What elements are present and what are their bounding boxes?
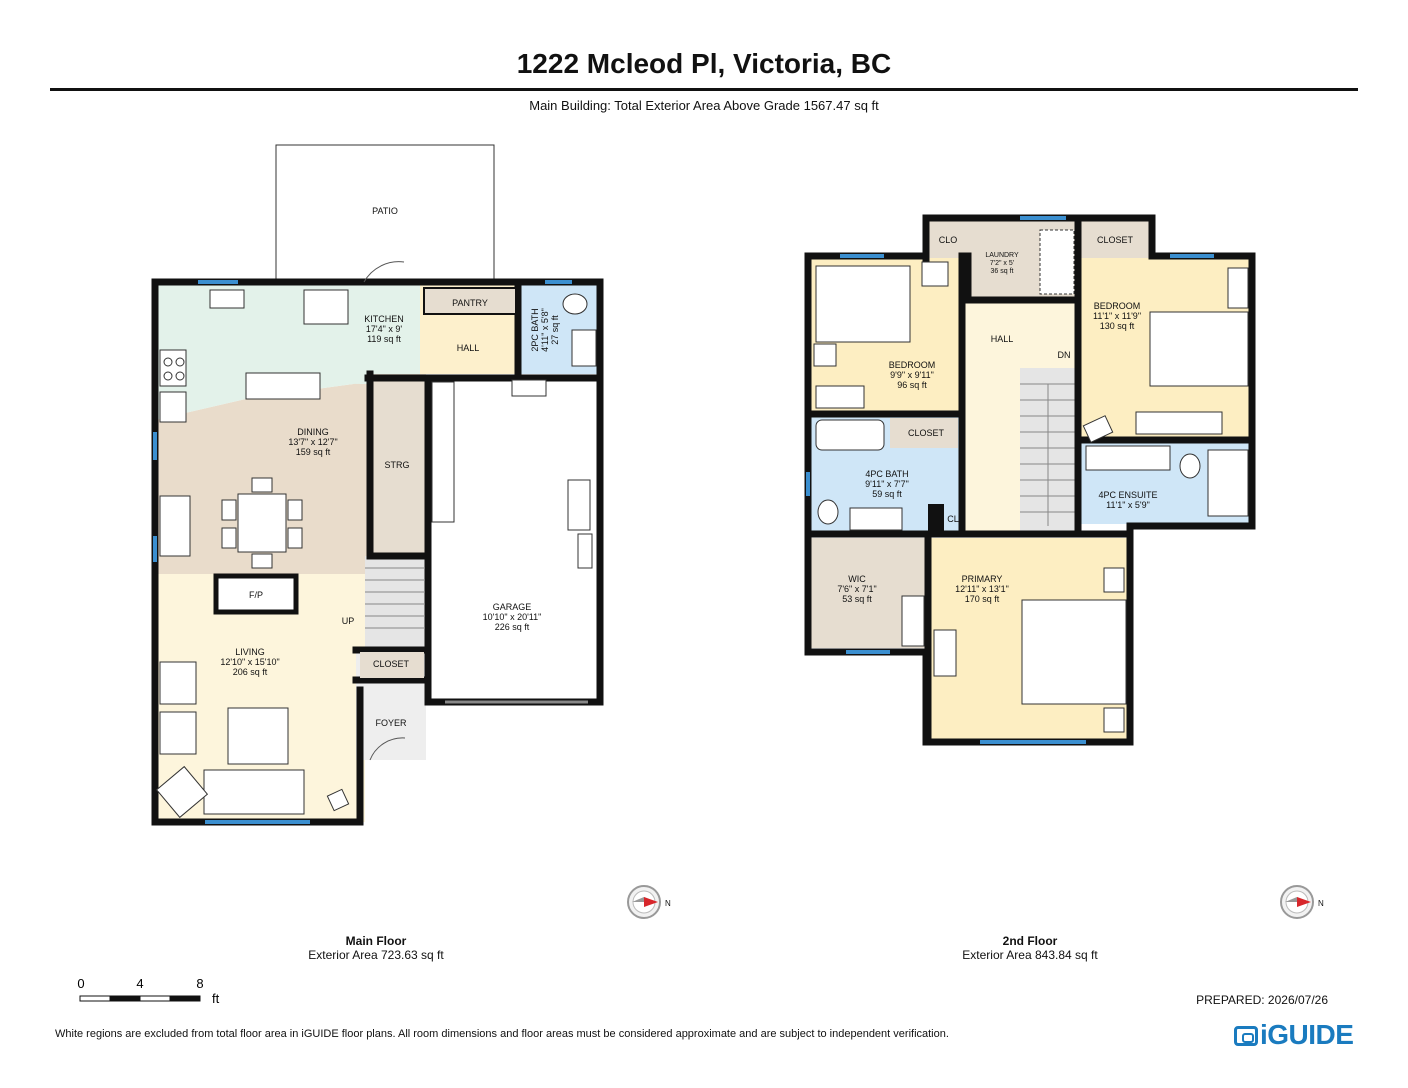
- second-floor-name: 2nd Floor: [1002, 934, 1058, 948]
- room-label-clo: CLO: [939, 235, 958, 245]
- svg-text:11'1" x 11'9": 11'1" x 11'9": [1093, 311, 1141, 321]
- room-label-patio: PATIO: [372, 206, 398, 216]
- stairs-up-label: UP: [342, 616, 355, 626]
- prepared-date: PREPARED: 2026/07/26: [1196, 993, 1328, 1007]
- svg-text:N: N: [1318, 899, 1324, 908]
- svg-text:12'11" x 13'1": 12'11" x 13'1": [955, 584, 1009, 594]
- svg-text:17'4" x 9': 17'4" x 9': [366, 324, 402, 334]
- page-subtitle: Main Building: Total Exterior Area Above…: [529, 98, 879, 113]
- compass-icon: N: [627, 885, 671, 919]
- room-label-strg: STRG: [384, 460, 409, 470]
- svg-text:36 sq ft: 36 sq ft: [991, 268, 1014, 275]
- main-floor-name: Main Floor: [345, 934, 407, 948]
- room-label-bedroom-1: BEDROOM: [889, 360, 936, 370]
- svg-text:170 sq ft: 170 sq ft: [965, 594, 1000, 604]
- svg-text:11'1" x 5'9": 11'1" x 5'9": [1106, 500, 1150, 510]
- iguide-logo: iGUIDE: [1234, 1019, 1354, 1051]
- room-label-closet: CLOSET: [373, 659, 410, 669]
- second-floor-caption: 2nd Floor Exterior Area 843.84 sq ft: [880, 934, 1180, 962]
- svg-text:7'2" x 5': 7'2" x 5': [990, 260, 1014, 267]
- svg-text:226 sq ft: 226 sq ft: [495, 622, 530, 632]
- room-label-cl: CL: [947, 514, 959, 524]
- main-floor-area: Exterior Area 723.63 sq ft: [308, 948, 444, 962]
- room-label-hall-2: HALL: [991, 334, 1014, 344]
- svg-text:159 sq ft: 159 sq ft: [296, 447, 331, 457]
- svg-text:0: 0: [77, 976, 84, 991]
- svg-text:12'10" x 15'10": 12'10" x 15'10": [220, 657, 279, 667]
- svg-text:4: 4: [136, 976, 143, 991]
- room-label-living: LIVING: [235, 647, 265, 657]
- svg-text:8: 8: [196, 976, 203, 991]
- room-label-bedroom-2: BEDROOM: [1094, 301, 1141, 311]
- page-title: 1222 Mcleod Pl, Victoria, BC: [516, 48, 892, 79]
- room-label-garage: GARAGE: [493, 602, 532, 612]
- svg-text:4'11" x 5'8": 4'11" x 5'8": [540, 308, 550, 352]
- scale-bar: 0 4 8 ft: [77, 976, 219, 1006]
- second-floor-plan: CLO LAUNDRY 7'2" x 5' 36 sq ft CLOSET BE…: [804, 214, 1256, 746]
- svg-text:59 sq ft: 59 sq ft: [872, 489, 902, 499]
- svg-text:10'10" x 20'11": 10'10" x 20'11": [483, 612, 542, 622]
- room-label-4pc-bath: 4PC BATH: [865, 469, 908, 479]
- compass-icon: N: [1280, 885, 1324, 919]
- storage-fill: [368, 374, 426, 554]
- room-label-wic: WIC: [848, 574, 866, 584]
- room-label-4pc-ensuite: 4PC ENSUITE: [1098, 490, 1157, 500]
- svg-text:9'9" x 9'11": 9'9" x 9'11": [890, 370, 934, 380]
- svg-text:7'6" x 7'1": 7'6" x 7'1": [837, 584, 876, 594]
- svg-text:130 sq ft: 130 sq ft: [1100, 321, 1135, 331]
- room-label-closet-top: CLOSET: [1097, 235, 1134, 245]
- svg-text:ft: ft: [212, 991, 220, 1006]
- room-label-hall: HALL: [457, 343, 480, 353]
- svg-text:119 sq ft: 119 sq ft: [367, 334, 401, 344]
- patio-area: [275, 144, 495, 281]
- svg-text:206 sq ft: 206 sq ft: [233, 667, 268, 677]
- garage-fill: [428, 378, 600, 700]
- room-label-laundry: LAUNDRY: [985, 252, 1019, 259]
- disclaimer-text: White regions are excluded from total fl…: [55, 1028, 949, 1040]
- room-label-kitchen: KITCHEN: [364, 314, 404, 324]
- svg-text:13'7" x 12'7": 13'7" x 12'7": [288, 437, 337, 447]
- svg-text:96 sq ft: 96 sq ft: [897, 380, 927, 390]
- stairs-down-label: DN: [1058, 350, 1071, 360]
- room-label-fp: F/P: [249, 590, 263, 600]
- svg-text:9'11" x 7'7": 9'11" x 7'7": [865, 479, 909, 489]
- room-label-dining: DINING: [297, 427, 329, 437]
- title-rule: [50, 88, 1358, 91]
- room-label-primary: PRIMARY: [962, 574, 1003, 584]
- svg-text:N: N: [665, 899, 671, 908]
- room-label-closet-mid: CLOSET: [908, 428, 945, 438]
- stairs-fill: [365, 556, 425, 648]
- main-floor-caption: Main Floor Exterior Area 723.63 sq ft: [226, 934, 526, 962]
- second-floor-area: Exterior Area 843.84 sq ft: [962, 948, 1098, 962]
- room-label-foyer: FOYER: [375, 718, 407, 728]
- iguide-logo-icon: [1234, 1026, 1258, 1046]
- kitchen-fill: [155, 284, 420, 384]
- room-label-pantry: PANTRY: [452, 298, 488, 308]
- svg-text:27 sq ft: 27 sq ft: [550, 315, 560, 345]
- room-label-2pc-bath: 2PC BATH: [530, 308, 540, 351]
- svg-text:53 sq ft: 53 sq ft: [842, 594, 872, 604]
- main-floor-plan: PATIO KITCHEN 17'4" x 9' 119 sq ft PANTR…: [151, 144, 604, 826]
